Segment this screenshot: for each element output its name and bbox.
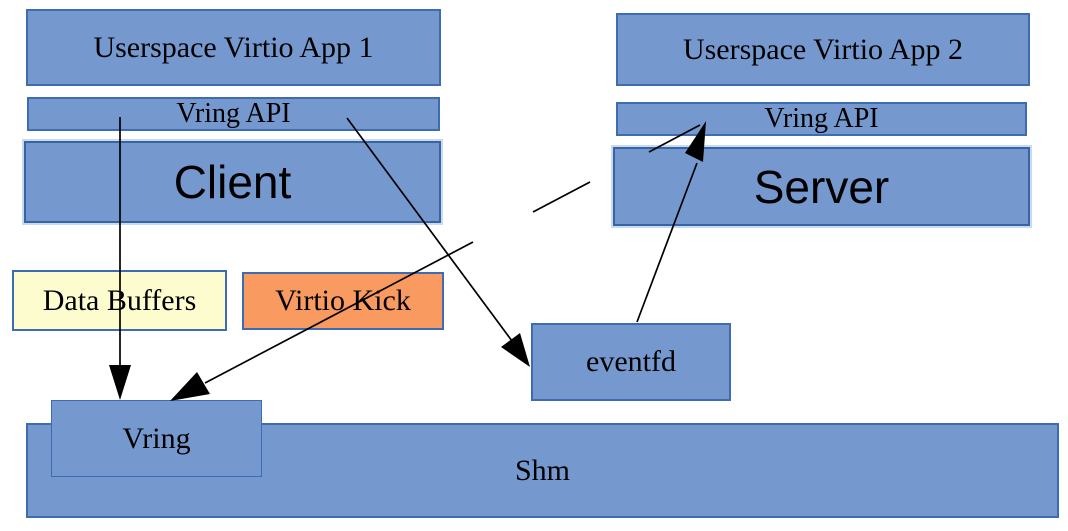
box-vring-api-left-label: Vring API <box>176 98 291 129</box>
box-server: Server <box>611 145 1032 228</box>
box-vring: Vring <box>51 400 262 477</box>
box-vring-label: Vring <box>122 421 191 455</box>
box-eventfd-label: eventfd <box>586 345 676 378</box>
box-client-label: Client <box>173 156 292 208</box>
box-data-buffers-label: Data Buffers <box>42 283 197 317</box>
box-data-buffers: Data Buffers <box>12 270 227 331</box>
box-vring-api-left: Vring API <box>27 97 440 131</box>
connector-dash-segment <box>532 181 591 213</box>
box-userspace-virtio-app-2-label: Userspace Virtio App 2 <box>682 32 964 66</box>
box-userspace-virtio-app-2: Userspace Virtio App 2 <box>616 13 1030 86</box>
box-shm-label: Shm <box>514 453 571 487</box>
box-virtio-kick: Virtio Kick <box>242 272 444 330</box>
arrow-vring-api-to-eventfd-head <box>501 333 530 367</box>
arrow-client-to-vring-head <box>109 365 131 400</box>
box-userspace-virtio-app-1: Userspace Virtio App 1 <box>26 9 441 86</box>
box-server-label: Server <box>753 160 890 213</box>
box-userspace-virtio-app-1-label: Userspace Virtio App 1 <box>93 30 374 64</box>
box-client: Client <box>22 139 443 225</box>
box-virtio-kick-label: Virtio Kick <box>275 284 411 317</box>
box-vring-api-right-label: Vring API <box>764 103 879 134</box>
arrow-into-vring-head <box>170 372 210 401</box>
box-eventfd: eventfd <box>531 323 731 401</box>
box-vring-api-right: Vring API <box>616 102 1027 136</box>
